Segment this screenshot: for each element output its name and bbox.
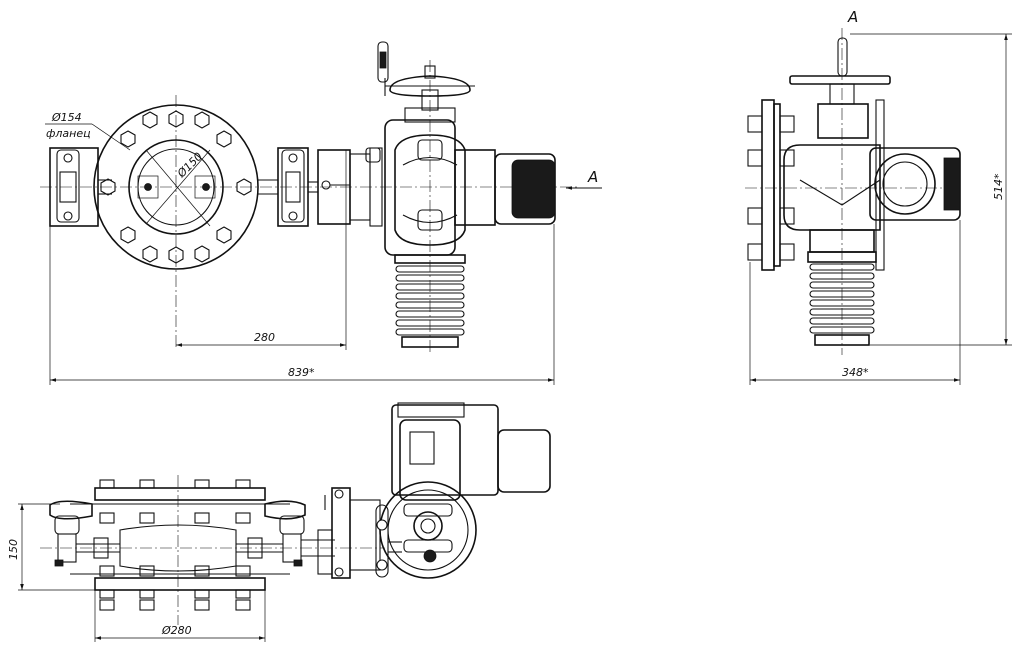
top-flange-bar	[70, 479, 290, 611]
dimension-514: 514*	[850, 33, 1012, 346]
dimension-839: 839*	[49, 224, 555, 385]
dimension-280-diameter: Ø280	[94, 590, 266, 642]
dimension-150: 150	[7, 503, 95, 591]
dimension-348-label: 348*	[842, 366, 869, 379]
handwheel-side	[789, 37, 891, 105]
top-view: 150 Ø280	[7, 402, 551, 642]
view-arrow-a-label: A	[587, 168, 598, 186]
bellows-side	[807, 251, 877, 346]
flange-caption-label: фланец	[46, 127, 91, 140]
flange-bolts	[100, 110, 252, 264]
top-right-clamp	[236, 500, 306, 567]
top-left-clamp	[49, 500, 120, 567]
dimension-348: 348*	[749, 220, 961, 385]
front-view: Ø154 фланец Ø150 A 280 839*	[40, 41, 602, 385]
flange-diameter-label: Ø154	[51, 111, 82, 124]
right-clamp	[258, 147, 318, 227]
dimension-514-label: 514*	[992, 173, 1005, 200]
side-actuator-body	[783, 103, 961, 253]
view-arrow-a: A	[566, 168, 602, 190]
handwheel-front	[377, 41, 475, 97]
flange-disk	[93, 104, 259, 270]
actuator-body	[384, 89, 556, 256]
side-view-label: A	[847, 8, 858, 26]
dimension-280-diameter-label: Ø280	[161, 624, 192, 637]
dimension-280: 280	[176, 150, 347, 350]
side-flange	[747, 99, 885, 271]
top-coupling	[301, 487, 381, 579]
dimension-150-label: 150	[7, 539, 20, 560]
bellows-front	[394, 254, 466, 348]
top-actuator	[375, 402, 551, 579]
coupling-bracket	[317, 147, 383, 227]
dimension-280-label: 280	[254, 331, 275, 344]
side-view: A	[745, 8, 1012, 385]
dimension-839-label: 839*	[288, 366, 315, 379]
